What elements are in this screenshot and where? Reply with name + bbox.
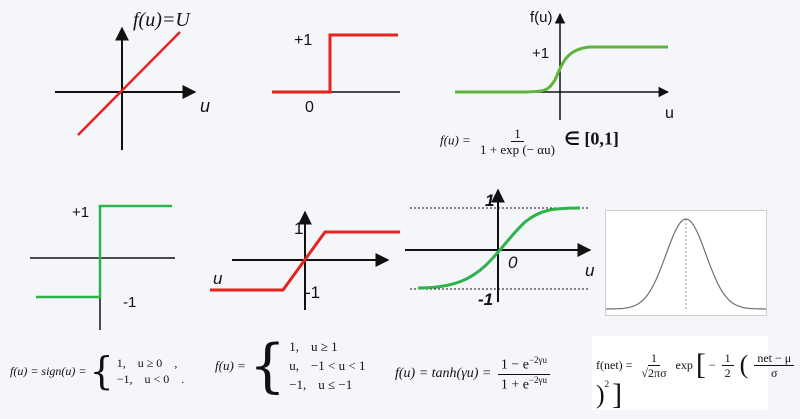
gaussian-half-num: 1 bbox=[721, 352, 734, 366]
step-function-plot: +1 0 bbox=[272, 32, 400, 116]
tanh-fraction: 1 − e−2γu 1 + e−2γu bbox=[497, 355, 551, 393]
linear-label: f(u)=U bbox=[133, 9, 191, 31]
tanh-y-tick-low: -1 bbox=[478, 290, 493, 309]
gaussian-inner-num: net − μ bbox=[754, 352, 795, 366]
piecewise-x-label: u bbox=[213, 269, 223, 288]
piecewise-case3-condition: u ≤ −1 bbox=[318, 377, 353, 392]
gaussian-curve-panel bbox=[605, 210, 767, 316]
tanh-denominator: 1 + e bbox=[500, 377, 529, 393]
tanh-denominator-exponent: −2γu bbox=[528, 374, 548, 385]
tanh-numerator: 1 − e bbox=[500, 357, 529, 373]
piecewise-linear-plot: 1 -1 u bbox=[210, 210, 400, 310]
sign-cases: 1, u ≥ 0, −1, u < 0. bbox=[117, 357, 185, 385]
sigmoid-function-plot: f(u) +1 u bbox=[455, 9, 674, 122]
piecewise-curve bbox=[210, 230, 400, 292]
linear-x-label: u bbox=[200, 96, 210, 116]
gaussian-half-den: 2 bbox=[724, 365, 731, 380]
tanh-formula: f(u) = tanh(γu) = 1 − e−2γu 1 + e−2γu bbox=[395, 356, 553, 392]
sigmoid-y-label: f(u) bbox=[530, 9, 553, 26]
gaussian-formula-lhs: f(net) = bbox=[596, 358, 633, 372]
tanh-formula-lhs: f(u) = tanh(γu) = bbox=[395, 366, 492, 382]
sign-case1-condition: u ≥ 0 bbox=[137, 356, 163, 371]
sigmoid-formula: f(u) = 1 1 + exp (− αu) ∈ [0,1] bbox=[440, 127, 619, 156]
step-origin-label: 0 bbox=[305, 99, 314, 116]
sign-case2-condition: u < 0 bbox=[144, 372, 170, 387]
sigmoid-numerator: 1 bbox=[511, 127, 524, 142]
sign-curve bbox=[36, 204, 172, 299]
sign-case2-value: −1, bbox=[116, 372, 133, 387]
tanh-y-tick-high: 1 bbox=[485, 191, 494, 210]
gaussian-rbracket: ] bbox=[612, 378, 623, 411]
sign-brace: { bbox=[89, 349, 114, 393]
piecewise-case2-value: u, bbox=[289, 358, 299, 373]
sigmoid-curve bbox=[455, 45, 668, 94]
gaussian-rparen: ) bbox=[596, 380, 605, 409]
piecewise-brace: { bbox=[249, 331, 286, 400]
piecewise-formula-lhs: f(u) = bbox=[215, 358, 246, 373]
sigmoid-formula-lhs: f(u) = bbox=[440, 132, 471, 148]
gaussian-plot bbox=[606, 218, 766, 310]
piecewise-y-tick-low: -1 bbox=[305, 283, 320, 302]
gaussian-lbracket: [ bbox=[695, 348, 706, 381]
sigmoid-denominator: 1 + exp (− αu) bbox=[480, 142, 555, 157]
tanh-origin-label: 0 bbox=[508, 253, 518, 272]
piecewise-case3-value: −1, bbox=[289, 377, 307, 392]
gaussian-lparen: ( bbox=[739, 350, 749, 379]
gaussian-exp: exp bbox=[675, 358, 693, 372]
tanh-x-label: u bbox=[585, 261, 595, 280]
gaussian-inner: net − μ σ bbox=[754, 352, 795, 380]
sign-y-tick-high: +1 bbox=[72, 204, 89, 221]
piecewise-case2-condition: −1 < u < 1 bbox=[310, 358, 366, 373]
gaussian-minus: − bbox=[708, 358, 716, 372]
gaussian-inner-den: σ bbox=[771, 365, 778, 380]
sign-case1-value: 1, bbox=[116, 356, 126, 371]
piecewise-case1-condition: u ≥ 1 bbox=[310, 339, 338, 354]
gaussian-coef-den: √2πσ bbox=[641, 365, 667, 380]
linear-function-plot: f(u)=U u bbox=[55, 9, 210, 150]
tanh-curve bbox=[417, 206, 581, 290]
sign-formula: f(u) = sign(u) = { 1, u ≥ 0, −1, u < 0. bbox=[10, 352, 185, 390]
gaussian-curve bbox=[606, 218, 766, 310]
gaussian-coef-num: 1 bbox=[647, 352, 660, 366]
sigmoid-range: ∈ [0,1] bbox=[564, 128, 619, 149]
sign-case1-end: , bbox=[174, 356, 178, 371]
gaussian-coef: 1 √2πσ bbox=[638, 352, 669, 379]
piecewise-formula: f(u) = { 1,u ≥ 1 u,−1 < u < 1 −1,u ≤ −1 bbox=[215, 336, 365, 394]
gaussian-power: 2 bbox=[604, 379, 610, 389]
step-y-tick-high: +1 bbox=[294, 32, 312, 49]
piecewise-case1-value: 1, bbox=[289, 339, 299, 354]
sign-y-tick-low: -1 bbox=[123, 294, 136, 311]
piecewise-y-tick-high: 1 bbox=[294, 219, 303, 238]
tanh-function-plot: 1 -1 0 u bbox=[405, 188, 595, 309]
sign-case2-end: . bbox=[181, 372, 185, 387]
piecewise-cases: 1, u ≥ 1 u, −1 < u < 1 −1, u ≤ −1 bbox=[289, 340, 365, 391]
sign-function-plot: +1 -1 bbox=[30, 204, 175, 330]
step-curve bbox=[272, 33, 398, 94]
sigmoid-x-label: u bbox=[665, 105, 674, 122]
tanh-numerator-exponent: −2γu bbox=[528, 355, 548, 365]
gaussian-half: 1 2 bbox=[721, 352, 734, 380]
sign-formula-lhs: f(u) = sign(u) = bbox=[10, 364, 87, 379]
sigmoid-y-tick-high: +1 bbox=[532, 45, 549, 62]
gaussian-formula-box bbox=[592, 336, 768, 410]
gaussian-formula: f(net) = 1 √2πσ exp [ − 1 2 ( net − μ σ … bbox=[596, 350, 800, 410]
linear-curve bbox=[77, 31, 181, 136]
sigmoid-fraction: 1 1 + exp (− αu) bbox=[477, 127, 558, 156]
